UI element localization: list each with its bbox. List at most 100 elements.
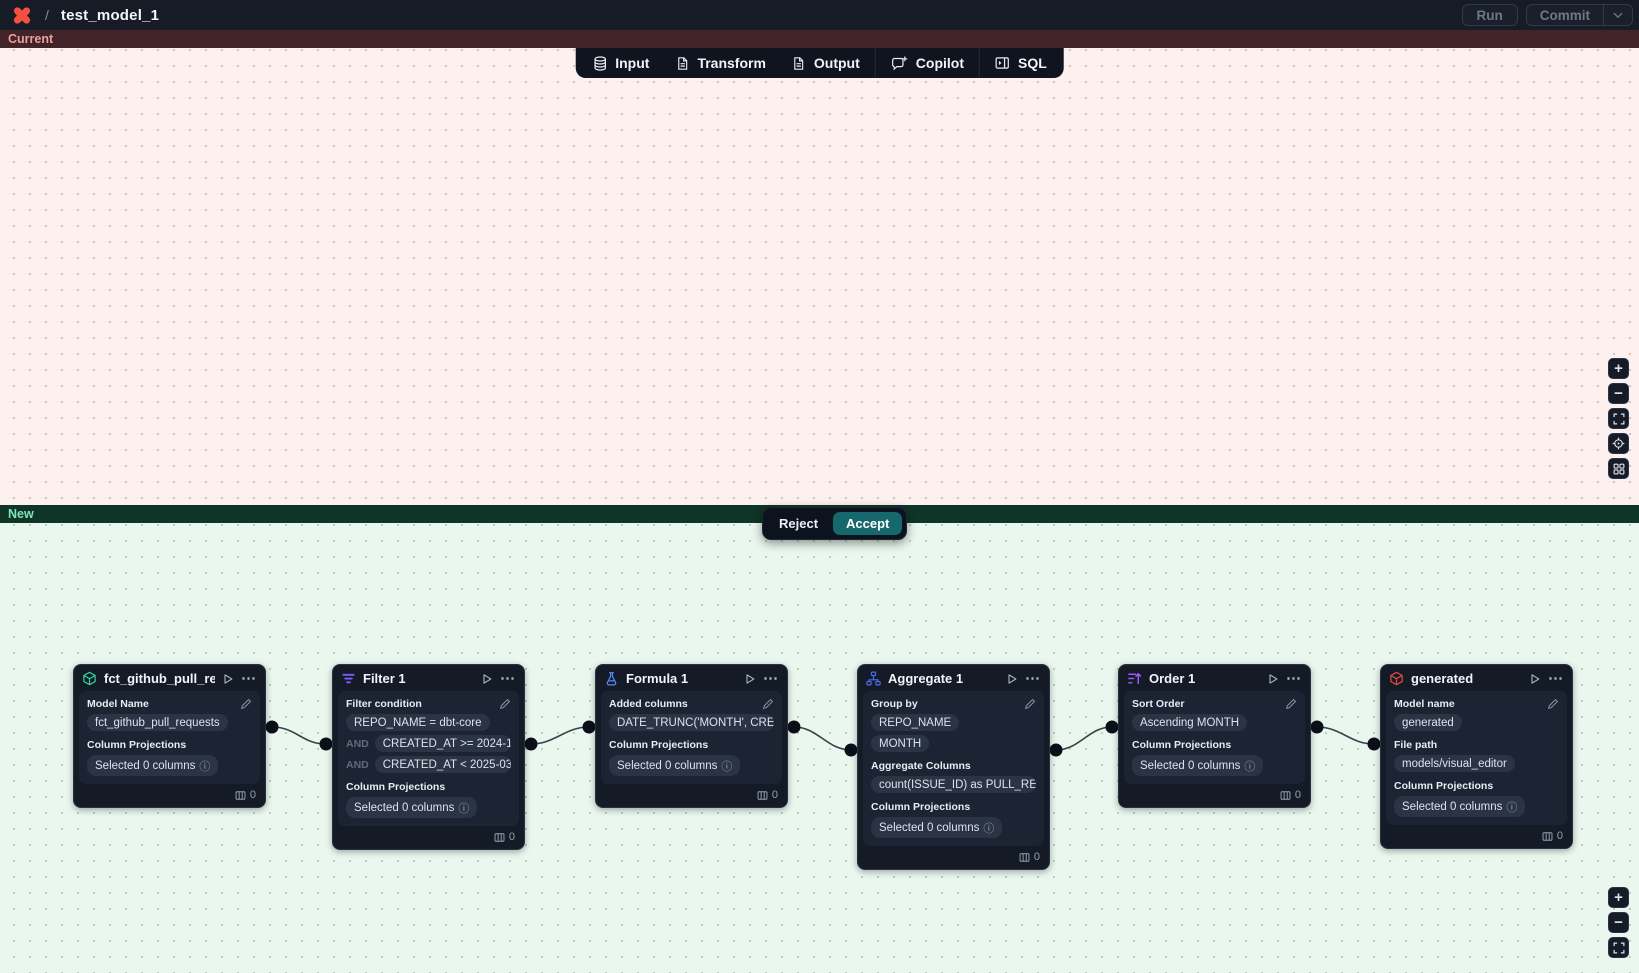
node-header[interactable]: Filter 1 ⋯ (333, 665, 524, 691)
toolbar-copilot-label: Copilot (915, 55, 964, 71)
zoom-out-icon[interactable]: − (1608, 912, 1629, 933)
chevron-down-icon[interactable] (1603, 5, 1632, 25)
commit-split-button: Commit (1525, 4, 1633, 26)
filter-icon (341, 671, 356, 686)
node-title: generated (1411, 671, 1474, 686)
topbar-actions: Run Commit (1461, 4, 1639, 26)
document-icon (792, 56, 806, 71)
info-icon: ⓘ (721, 760, 733, 773)
zoom-in-icon[interactable]: + (1608, 887, 1629, 908)
edit-pencil-icon[interactable] (240, 698, 252, 710)
dbt-logo-icon[interactable] (13, 6, 31, 24)
toolbar-sql-button[interactable]: SQL (982, 48, 1060, 78)
sort-order-pill[interactable]: Ascending MONTH (1132, 714, 1248, 731)
current-canvas-controls: + − (1608, 358, 1629, 479)
node-filter-1[interactable]: Filter 1 ⋯ Filter condition REPO_NAME = … (332, 664, 525, 850)
accept-button[interactable]: Accept (833, 512, 903, 535)
section-label: File path (1394, 739, 1438, 751)
play-icon[interactable] (1267, 673, 1279, 685)
section-label: Group by (871, 698, 918, 710)
toolbar-output-button[interactable]: Output (779, 48, 873, 78)
edit-pencil-icon[interactable] (1285, 698, 1297, 710)
edit-pencil-icon[interactable] (1547, 698, 1559, 710)
document-icon (675, 56, 689, 71)
model-cube-icon (1389, 671, 1404, 686)
node-header[interactable]: Aggregate 1 ⋯ (858, 665, 1049, 691)
play-icon[interactable] (1529, 673, 1541, 685)
info-icon: ⓘ (1244, 760, 1256, 773)
node-header[interactable]: fct_github_pull_requests ⋯ (74, 665, 265, 691)
columns-count-icon (1542, 831, 1553, 842)
node-body: Model Name fct_github_pull_requests Colu… (79, 691, 260, 784)
columns-count-icon (494, 832, 505, 843)
node-generated[interactable]: generated ⋯ Model name generated File pa… (1380, 664, 1573, 849)
node-fct-github-pull-requests[interactable]: fct_github_pull_requests ⋯ Model Name fc… (73, 664, 266, 808)
column-count: 0 (508, 831, 515, 843)
node-aggregate-1[interactable]: Aggregate 1 ⋯ Group by REPO_NAME MONTH A… (857, 664, 1050, 870)
toolbar-input-label: Input (615, 55, 650, 71)
diff-decision-bar: Reject Accept (762, 507, 908, 540)
filter-condition-pill[interactable]: REPO_NAME = dbt-core (346, 714, 490, 731)
columns-count-icon (757, 790, 768, 801)
run-button[interactable]: Run (1461, 4, 1518, 26)
page-title: test_model_1 (60, 6, 160, 24)
current-diff-band: Current (0, 30, 1639, 48)
play-icon[interactable] (1006, 673, 1018, 685)
fit-view-icon[interactable] (1608, 408, 1629, 429)
node-title: Formula 1 (626, 671, 689, 686)
filter-condition-pill[interactable]: CREATED_AT >= 2024-12-01 (374, 735, 511, 752)
current-canvas[interactable] (0, 48, 1639, 505)
section-label: Sort Order (1132, 698, 1185, 710)
toolbar-transform-button[interactable]: Transform (662, 48, 778, 78)
play-icon[interactable] (744, 673, 756, 685)
node-header[interactable]: Order 1 ⋯ (1119, 665, 1310, 691)
zoom-in-icon[interactable]: + (1608, 358, 1629, 379)
fit-view-icon[interactable] (1608, 937, 1629, 958)
formula-pill[interactable]: DATE_TRUNC('MONTH', CREATED_AT... (609, 714, 774, 731)
edit-pencil-icon[interactable] (499, 698, 511, 710)
column-count: 0 (1294, 789, 1301, 801)
toolbar-output-label: Output (813, 55, 860, 71)
node-formula-1[interactable]: Formula 1 ⋯ Added columns DATE_TRUNC('MO… (595, 664, 788, 808)
edit-pencil-icon[interactable] (1024, 698, 1036, 710)
node-header[interactable]: Formula 1 ⋯ (596, 665, 787, 691)
node-header[interactable]: generated ⋯ (1381, 665, 1572, 691)
aggregate-column-pill[interactable]: count(ISSUE_ID) as PULL_REQUEST_... (871, 776, 1036, 793)
column-count: 0 (1033, 851, 1040, 863)
model-name-pill[interactable]: generated (1394, 714, 1462, 731)
node-body: Added columns DATE_TRUNC('MONTH', CREATE… (601, 691, 782, 784)
value-pill[interactable]: fct_github_pull_requests (87, 714, 228, 731)
aggregate-sitemap-icon (866, 671, 881, 686)
reject-button[interactable]: Reject (767, 513, 830, 534)
group-by-pill[interactable]: MONTH (871, 735, 930, 752)
section-label: Aggregate Columns (871, 760, 971, 772)
file-path-pill[interactable]: models/visual_editor (1394, 755, 1515, 772)
new-label: New (8, 507, 34, 521)
node-body: Sort Order Ascending MONTH Column Projec… (1124, 691, 1305, 784)
filter-condition-pill[interactable]: CREATED_AT < 2025-03-01 (374, 756, 511, 773)
node-body: Filter condition REPO_NAME = dbt-core AN… (338, 691, 519, 826)
section-label: Column Projections (1394, 780, 1494, 792)
node-order-1[interactable]: Order 1 ⋯ Sort Order Ascending MONTH Col… (1118, 664, 1311, 808)
group-by-pill[interactable]: REPO_NAME (871, 714, 960, 731)
locate-icon[interactable] (1608, 433, 1629, 454)
grid-icon[interactable] (1608, 458, 1629, 479)
section-label: Column Projections (871, 801, 971, 813)
node-title: Filter 1 (363, 671, 406, 686)
node-footer: 0 (1119, 784, 1310, 807)
play-icon[interactable] (222, 673, 234, 685)
edit-pencil-icon[interactable] (762, 698, 774, 710)
new-canvas[interactable] (0, 523, 1639, 973)
toolbar-input-button[interactable]: Input (579, 48, 662, 78)
commit-button[interactable]: Commit (1539, 7, 1590, 23)
toolbar-copilot-button[interactable]: Copilot (878, 48, 977, 78)
node-footer: 0 (596, 784, 787, 807)
zoom-out-icon[interactable]: − (1608, 383, 1629, 404)
play-icon[interactable] (481, 673, 493, 685)
